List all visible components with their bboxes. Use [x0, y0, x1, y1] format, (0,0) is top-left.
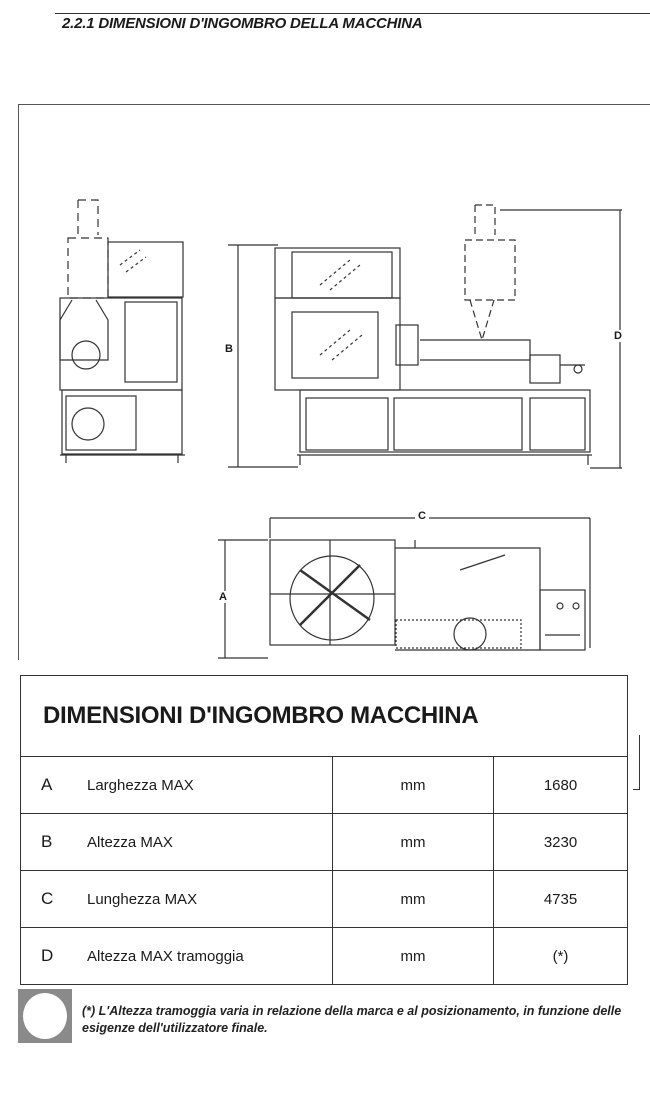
row-label: Altezza MAX tramoggia: [87, 948, 244, 965]
dimension-c: [269, 517, 591, 648]
table-row: D Altezza MAX tramoggia mm (*): [20, 927, 628, 985]
row-label: Larghezza MAX: [87, 777, 194, 794]
table-title: DIMENSIONI D'INGOMBRO MACCHINA: [20, 675, 628, 757]
machine-drawings: [59, 199, 622, 659]
section-title: 2.2.1 DIMENSIONI D'INGOMBRO DELLA MACCHI…: [62, 15, 423, 32]
row-letter: A: [41, 775, 53, 794]
dimensions-table: DIMENSIONI D'INGOMBRO MACCHINA A Larghezz…: [20, 675, 628, 985]
row-unit: mm: [332, 756, 494, 814]
row-unit: mm: [332, 813, 494, 871]
row-value: 3230: [493, 813, 628, 871]
table-row: A Larghezza MAX mm 1680: [20, 756, 628, 814]
row-value: (*): [493, 927, 628, 985]
row-letter: C: [41, 889, 54, 908]
margin-mark: [633, 789, 640, 790]
footnote: (*) L'Altezza tramoggia varia in relazio…: [82, 1004, 622, 1035]
drawing-frame-top: [18, 104, 650, 105]
row-letter: D: [41, 946, 54, 965]
dimension-b-label: B: [225, 343, 233, 355]
row-unit: mm: [332, 927, 494, 985]
row-letter: B: [41, 832, 53, 851]
table-row: C Lunghezza MAX mm 4735: [20, 870, 628, 928]
drawing-frame-left: [18, 104, 19, 660]
dimension-d-label: D: [614, 330, 622, 342]
side-view: [59, 199, 185, 463]
row-unit: mm: [332, 870, 494, 928]
header-rule: [55, 13, 650, 14]
row-value: 4735: [493, 870, 628, 928]
dimension-b: [228, 244, 298, 468]
plan-view: [269, 539, 586, 651]
note-icon: [18, 989, 72, 1043]
row-label: Lunghezza MAX: [87, 891, 198, 908]
row-value: 1680: [493, 756, 628, 814]
row-label: Altezza MAX: [87, 834, 173, 851]
dimension-c-label: C: [415, 510, 429, 522]
margin-mark: [639, 735, 640, 790]
dimension-d: [500, 209, 622, 469]
dimension-a-label: A: [219, 591, 227, 603]
front-view: [274, 204, 592, 465]
table-row: B Altezza MAX mm 3230: [20, 813, 628, 871]
